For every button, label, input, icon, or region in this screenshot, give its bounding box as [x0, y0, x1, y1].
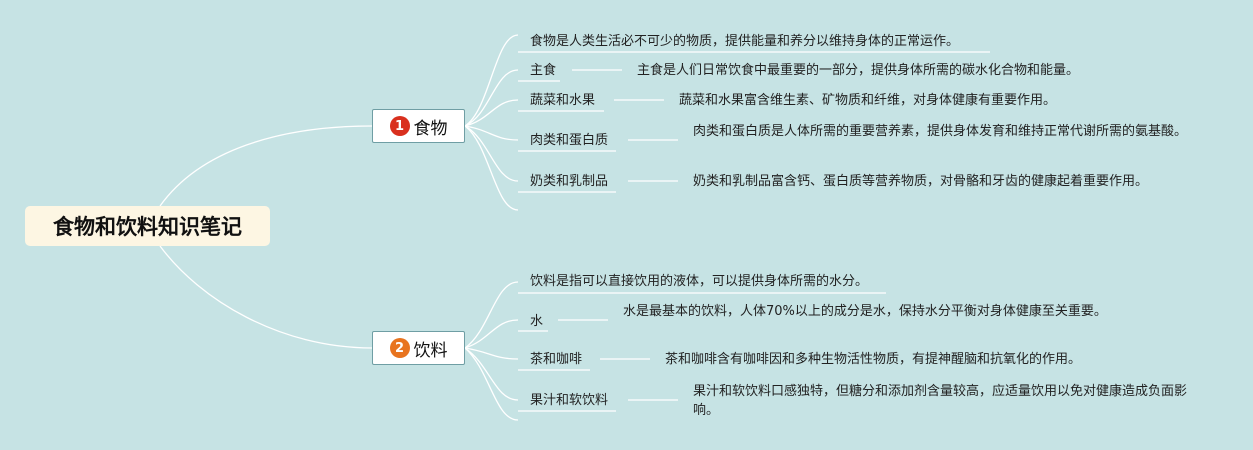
food-detail-meat: 肉类和蛋白质是人体所需的重要营养素，提供身体发育和维持正常代谢所需的氨基酸。 — [693, 124, 1188, 139]
number-badge-1: 1 — [389, 116, 410, 136]
food-detail-staple: 主食是人们日常饮食中最重要的一部分，提供身体所需的碳水化合物和能量。 — [637, 63, 1080, 78]
food-summary: 食物是人类生活必不可少的物质，提供能量和养分以维持身体的正常运作。 — [530, 34, 960, 49]
food-detail-vegetables: 蔬菜和水果富含维生素、矿物质和纤维，对身体健康有重要作用。 — [679, 93, 1057, 108]
food-detail-dairy: 奶类和乳制品富含钙、蛋白质等营养物质，对骨骼和牙齿的健康起着重要作用。 — [693, 174, 1149, 189]
drinks-topic-juice: 果汁和软饮料 — [530, 393, 609, 408]
branch-drinks[interactable]: 2 饮料 — [372, 331, 465, 365]
branch-food[interactable]: 1 食物 — [372, 109, 465, 143]
food-topic-dairy: 奶类和乳制品 — [530, 174, 609, 189]
drinks-topic-water: 水 — [530, 314, 544, 329]
food-topic-meat: 肉类和蛋白质 — [530, 133, 609, 148]
drinks-detail-juice: 果汁和软饮料口感独特，但糖分和添加剂含量较高，应适量饮用以免对健康造成负面影响。 — [693, 384, 1188, 418]
drinks-topic-tea-coffee: 茶和咖啡 — [530, 352, 583, 367]
food-topic-staple: 主食 — [530, 63, 557, 78]
food-topic-vegetables: 蔬菜和水果 — [530, 93, 596, 108]
branch-drinks-label: 饮料 — [413, 340, 448, 361]
drinks-detail-tea-coffee: 茶和咖啡含有咖啡因和多种生物活性物质，有提神醒脑和抗氧化的作用。 — [665, 352, 1082, 367]
drinks-detail-water: 水是最基本的饮料，人体70%以上的成分是水，保持水分平衡对身体健康至关重要。 — [623, 304, 1107, 319]
root-topic[interactable]: 食物和饮料知识笔记 — [25, 206, 270, 246]
number-badge-2: 2 — [389, 338, 410, 358]
drinks-summary: 饮料是指可以直接饮用的液体，可以提供身体所需的水分。 — [530, 274, 869, 289]
root-title: 食物和饮料知识笔记 — [53, 215, 242, 239]
branch-food-label: 食物 — [413, 118, 448, 139]
